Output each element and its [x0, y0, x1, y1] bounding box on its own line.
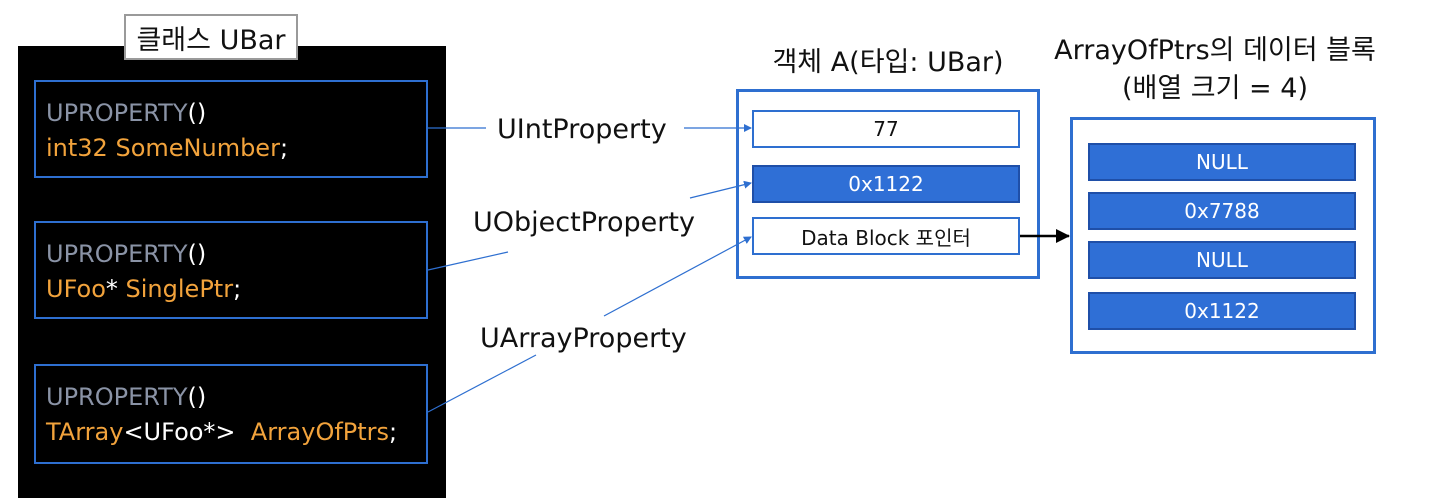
property-somenumber: UPROPERTY() int32 SomeNumber; — [34, 80, 428, 178]
uproperty-parens: () — [187, 383, 207, 411]
property-separator: <UFoo*> — [123, 418, 251, 446]
object-slot-singleptr: 0x1122 — [752, 165, 1020, 203]
array-block-title-line1: ArrayOfPtrs의 데이터 블록 — [1054, 35, 1376, 66]
object-box — [736, 89, 1040, 279]
array-block-title-line2: (배열 크기 = 4) — [1122, 73, 1308, 104]
property-terminator: ; — [233, 275, 242, 303]
property-arrayofptrs: UPROPERTY() TArray<UFoo*> ArrayOfPtrs; — [34, 364, 428, 464]
property-name: SinglePtr — [125, 275, 234, 303]
arrow-uobjectproperty — [689, 180, 752, 199]
property-type: TArray — [46, 418, 124, 446]
class-panel: UPROPERTY() int32 SomeNumber; UPROPERTY(… — [18, 46, 446, 498]
arrow-uarrayproperty — [603, 236, 752, 317]
array-block-title: ArrayOfPtrs의 데이터 블록 (배열 크기 = 4) — [1040, 32, 1390, 108]
uproperty-parens: () — [187, 240, 207, 268]
label-uarrayproperty: UArrayProperty — [480, 323, 687, 354]
connector-line — [427, 354, 537, 413]
class-title: 클래스 UBar — [124, 14, 298, 60]
array-block-box — [1070, 117, 1376, 354]
object-slot-arrayofptrs: Data Block 포인터 — [752, 217, 1020, 255]
uproperty-parens: () — [187, 99, 207, 127]
uproperty-macro: UPROPERTY — [46, 99, 188, 127]
property-name: SomeNumber — [115, 134, 280, 162]
connector-line — [427, 251, 509, 271]
property-terminator: ; — [279, 134, 289, 162]
object-title: 객체 A(타입: UBar) — [772, 47, 1004, 78]
uproperty-macro: UPROPERTY — [46, 383, 188, 411]
property-singleptr: UPROPERTY() UFoo* SinglePtr; — [34, 221, 428, 319]
property-type: UFoo — [46, 275, 106, 303]
property-name: ArrayOfPtrs — [250, 418, 390, 446]
property-terminator: ; — [389, 418, 398, 446]
property-type: int32 — [46, 134, 108, 162]
uproperty-macro: UPROPERTY — [46, 240, 188, 268]
object-slot-somenumber: 77 — [752, 110, 1020, 148]
property-separator: * — [105, 275, 126, 303]
array-cell: 0x7788 — [1088, 192, 1356, 230]
label-uobjectproperty: UObjectProperty — [473, 207, 695, 238]
array-cell: NULL — [1088, 143, 1356, 181]
array-cell: NULL — [1088, 241, 1356, 279]
label-uintproperty: UIntProperty — [497, 114, 667, 145]
array-cell: 0x1122 — [1088, 292, 1356, 330]
